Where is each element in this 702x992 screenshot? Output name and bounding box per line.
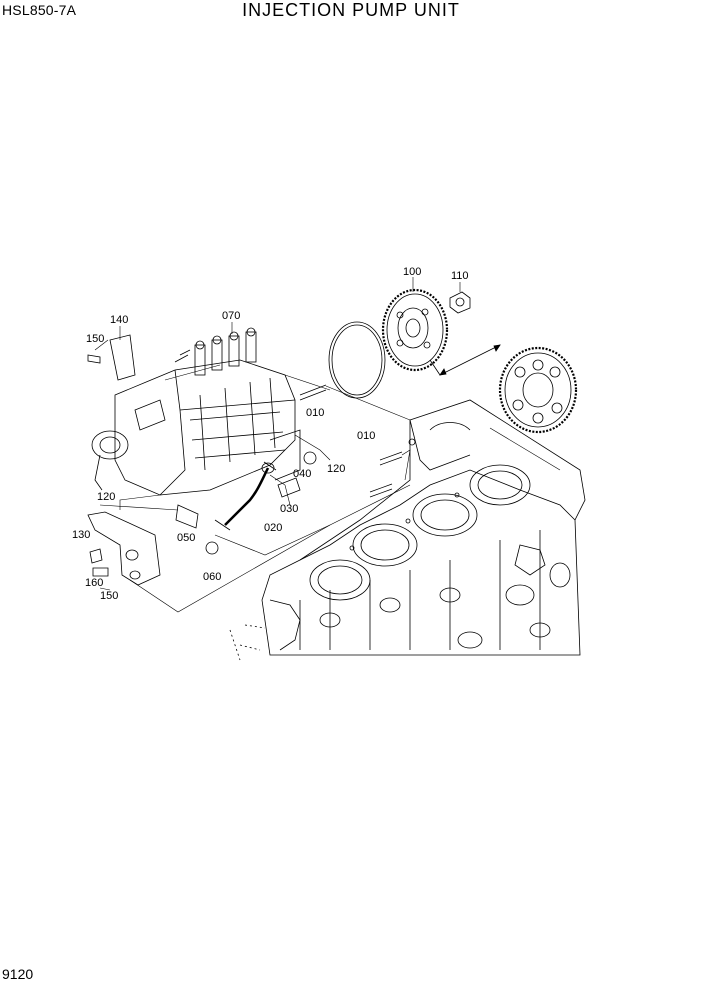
callout-150-top: 150 bbox=[86, 333, 104, 345]
page-title: INJECTION PUMP UNIT bbox=[242, 0, 460, 20]
engine-block-drawing bbox=[229, 399, 586, 661]
model-code: HSL850-7A bbox=[2, 2, 77, 18]
o-ring-drawing bbox=[328, 321, 386, 399]
callout-030: 030 bbox=[280, 503, 298, 515]
callout-110: 110 bbox=[451, 270, 469, 282]
callout-140: 140 bbox=[110, 314, 128, 326]
callout-130: 130 bbox=[72, 529, 90, 541]
stud-upper-drawing bbox=[299, 384, 327, 401]
page-number: 9120 bbox=[2, 966, 34, 982]
callout-040: 040 bbox=[293, 468, 311, 480]
callout-100: 100 bbox=[403, 266, 421, 278]
stud-lower-drawing bbox=[369, 483, 393, 498]
callout-020: 020 bbox=[264, 522, 282, 534]
callout-070: 070 bbox=[222, 310, 240, 322]
bolt-150b-drawing bbox=[92, 567, 109, 577]
callout-150-bottom: 150 bbox=[100, 590, 118, 602]
bolt-150-drawing bbox=[87, 354, 101, 364]
callout-120-left: 120 bbox=[97, 491, 115, 503]
callout-120-right: 120 bbox=[327, 463, 345, 475]
bolt-030-drawing bbox=[277, 477, 301, 498]
callout-050: 050 bbox=[177, 532, 195, 544]
washer-060-drawing bbox=[205, 541, 219, 555]
leader-lines bbox=[94, 277, 561, 613]
bracket-140-drawing bbox=[109, 334, 136, 381]
timing-gear-drawing bbox=[381, 288, 449, 376]
callout-060: 060 bbox=[203, 571, 221, 583]
bolt-160-drawing bbox=[89, 548, 103, 564]
bolt-050-drawing bbox=[175, 504, 199, 529]
gear-nut-drawing bbox=[449, 291, 471, 314]
stud-middle-drawing bbox=[379, 451, 403, 466]
callout-010-lower: 010 bbox=[357, 430, 375, 442]
gear-mesh-leader bbox=[439, 344, 501, 376]
injection-pump-drawing bbox=[91, 327, 301, 496]
fuel-pipe-drawing bbox=[224, 467, 270, 526]
callout-160: 160 bbox=[85, 577, 103, 589]
o-ring-inner-drawing bbox=[331, 324, 383, 396]
washer-040-drawing bbox=[261, 462, 275, 474]
bracket-130-drawing bbox=[87, 511, 161, 586]
idler-gear-drawing bbox=[498, 346, 578, 434]
nut-120-drawing bbox=[303, 451, 317, 465]
callout-010-upper: 010 bbox=[306, 407, 324, 419]
